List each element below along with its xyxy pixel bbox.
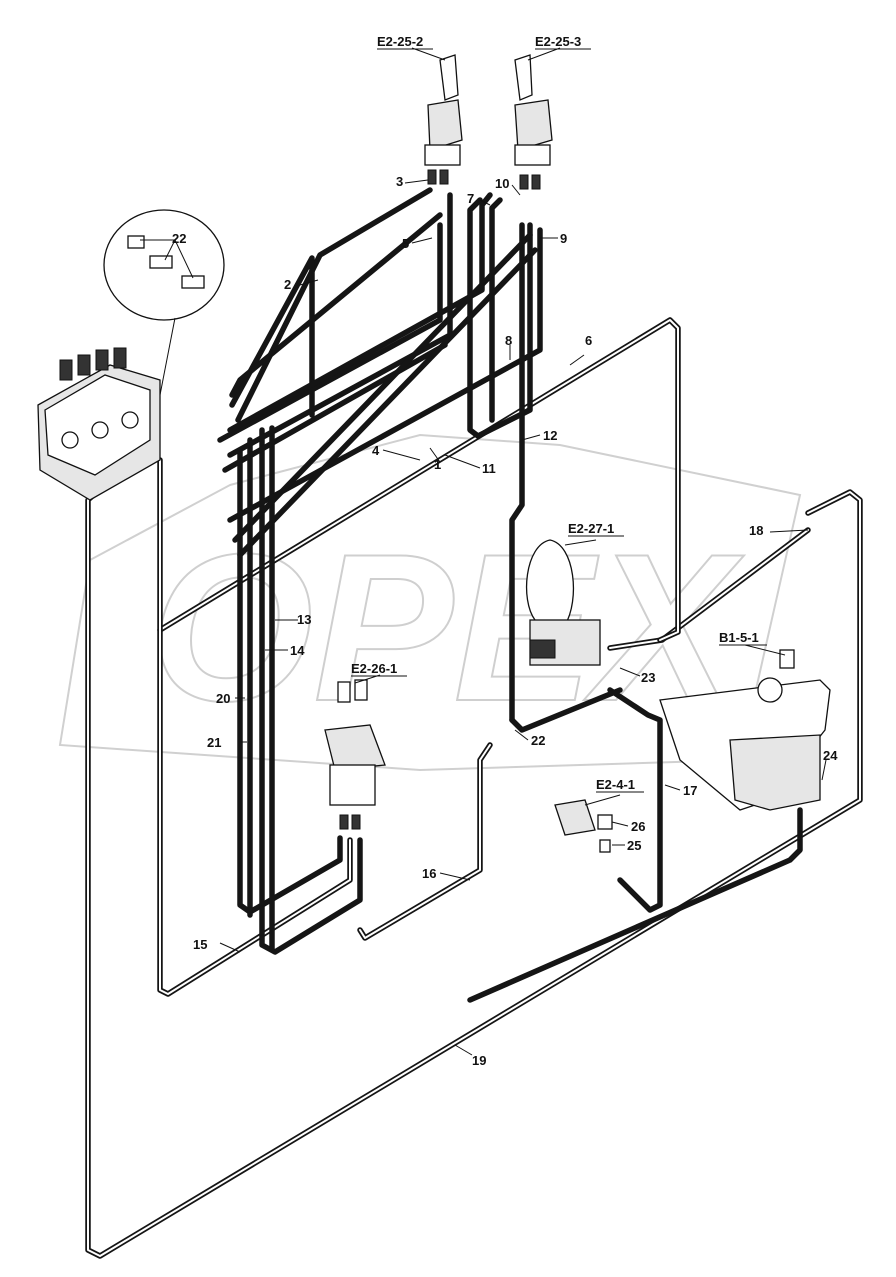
callout-3: 3 — [396, 174, 403, 189]
hose-lines — [85, 187, 863, 1259]
label-e2-25-2: E2-25-2 — [377, 34, 423, 49]
callout-26: 26 — [631, 819, 645, 834]
callout-19: 19 — [472, 1053, 486, 1068]
callout-17: 17 — [683, 783, 697, 798]
valve — [554, 799, 613, 853]
callout-13: 13 — [297, 612, 311, 627]
callout-9: 9 — [560, 231, 567, 246]
callout-14: 14 — [290, 643, 305, 658]
label-e2-4-1: E2-4-1 — [596, 777, 635, 792]
callout-23: 23 — [641, 670, 655, 685]
callout-10: 10 — [495, 176, 509, 191]
callout-1: 1 — [434, 457, 441, 472]
callout-22: 22 — [531, 733, 545, 748]
joystick-right — [514, 54, 553, 190]
callout-4: 4 — [372, 443, 380, 458]
callout-21: 21 — [207, 735, 221, 750]
accumulator — [525, 539, 601, 666]
label-e2-25-3: E2-25-3 — [535, 34, 581, 49]
callout-12: 12 — [543, 428, 557, 443]
component-labels: E2-25-2 E2-25-3 E2-27-1 E2-26-1 E2-4-1 B… — [351, 34, 767, 793]
callout-22-detail: 22 — [172, 231, 186, 246]
joystick-left — [424, 54, 463, 185]
control-valve-block — [37, 347, 161, 501]
callout-25: 25 — [627, 838, 641, 853]
callout-6: 6 — [585, 333, 592, 348]
callout-5: 5 — [402, 236, 409, 251]
tank — [659, 649, 831, 811]
callout-20: 20 — [216, 691, 230, 706]
callout-2: 2 — [284, 277, 291, 292]
callout-16: 16 — [422, 866, 436, 881]
callout-8: 8 — [505, 333, 512, 348]
callout-7: 7 — [467, 191, 474, 206]
label-e2-27-1: E2-27-1 — [568, 521, 614, 536]
callout-24: 24 — [823, 748, 838, 763]
leader-lines — [140, 47, 827, 1056]
label-b1-5-1: B1-5-1 — [719, 630, 759, 645]
callouts: 1 2 3 4 5 6 7 8 9 10 11 12 13 14 15 16 1… — [172, 174, 838, 1068]
detail-circle — [103, 209, 225, 396]
label-e2-26-1: E2-26-1 — [351, 661, 397, 676]
callout-18: 18 — [749, 523, 763, 538]
callout-11: 11 — [482, 461, 496, 476]
joystick-lower — [324, 679, 386, 830]
callout-15: 15 — [193, 937, 207, 952]
